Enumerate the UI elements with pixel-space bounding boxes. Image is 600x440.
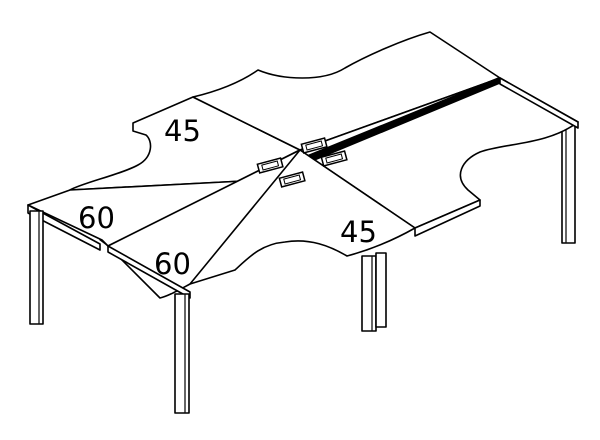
front-skirt [107,245,191,299]
cable-port-4 [320,150,348,167]
back-right-leg [561,124,576,244]
desktop-back-right [192,31,501,151]
label-back-left: 45 [164,114,201,148]
cable-port-3 [278,171,306,188]
desktop-back-left [69,96,301,191]
right-back-skirt [499,77,579,129]
right-end-skirt [414,199,481,237]
cable-port-1 [256,157,284,174]
desktop-right-end [299,77,579,229]
front-left-leg [174,293,190,414]
label-front-right: 45 [340,215,377,249]
desktop-front-near [107,149,301,299]
left-end-skirt [27,204,101,251]
left-end-leg [29,210,44,325]
label-front-left: 60 [154,247,191,281]
label-front-left-end: 60 [78,201,115,235]
cable-port-2 [300,137,328,154]
front-right-leg [361,252,387,332]
